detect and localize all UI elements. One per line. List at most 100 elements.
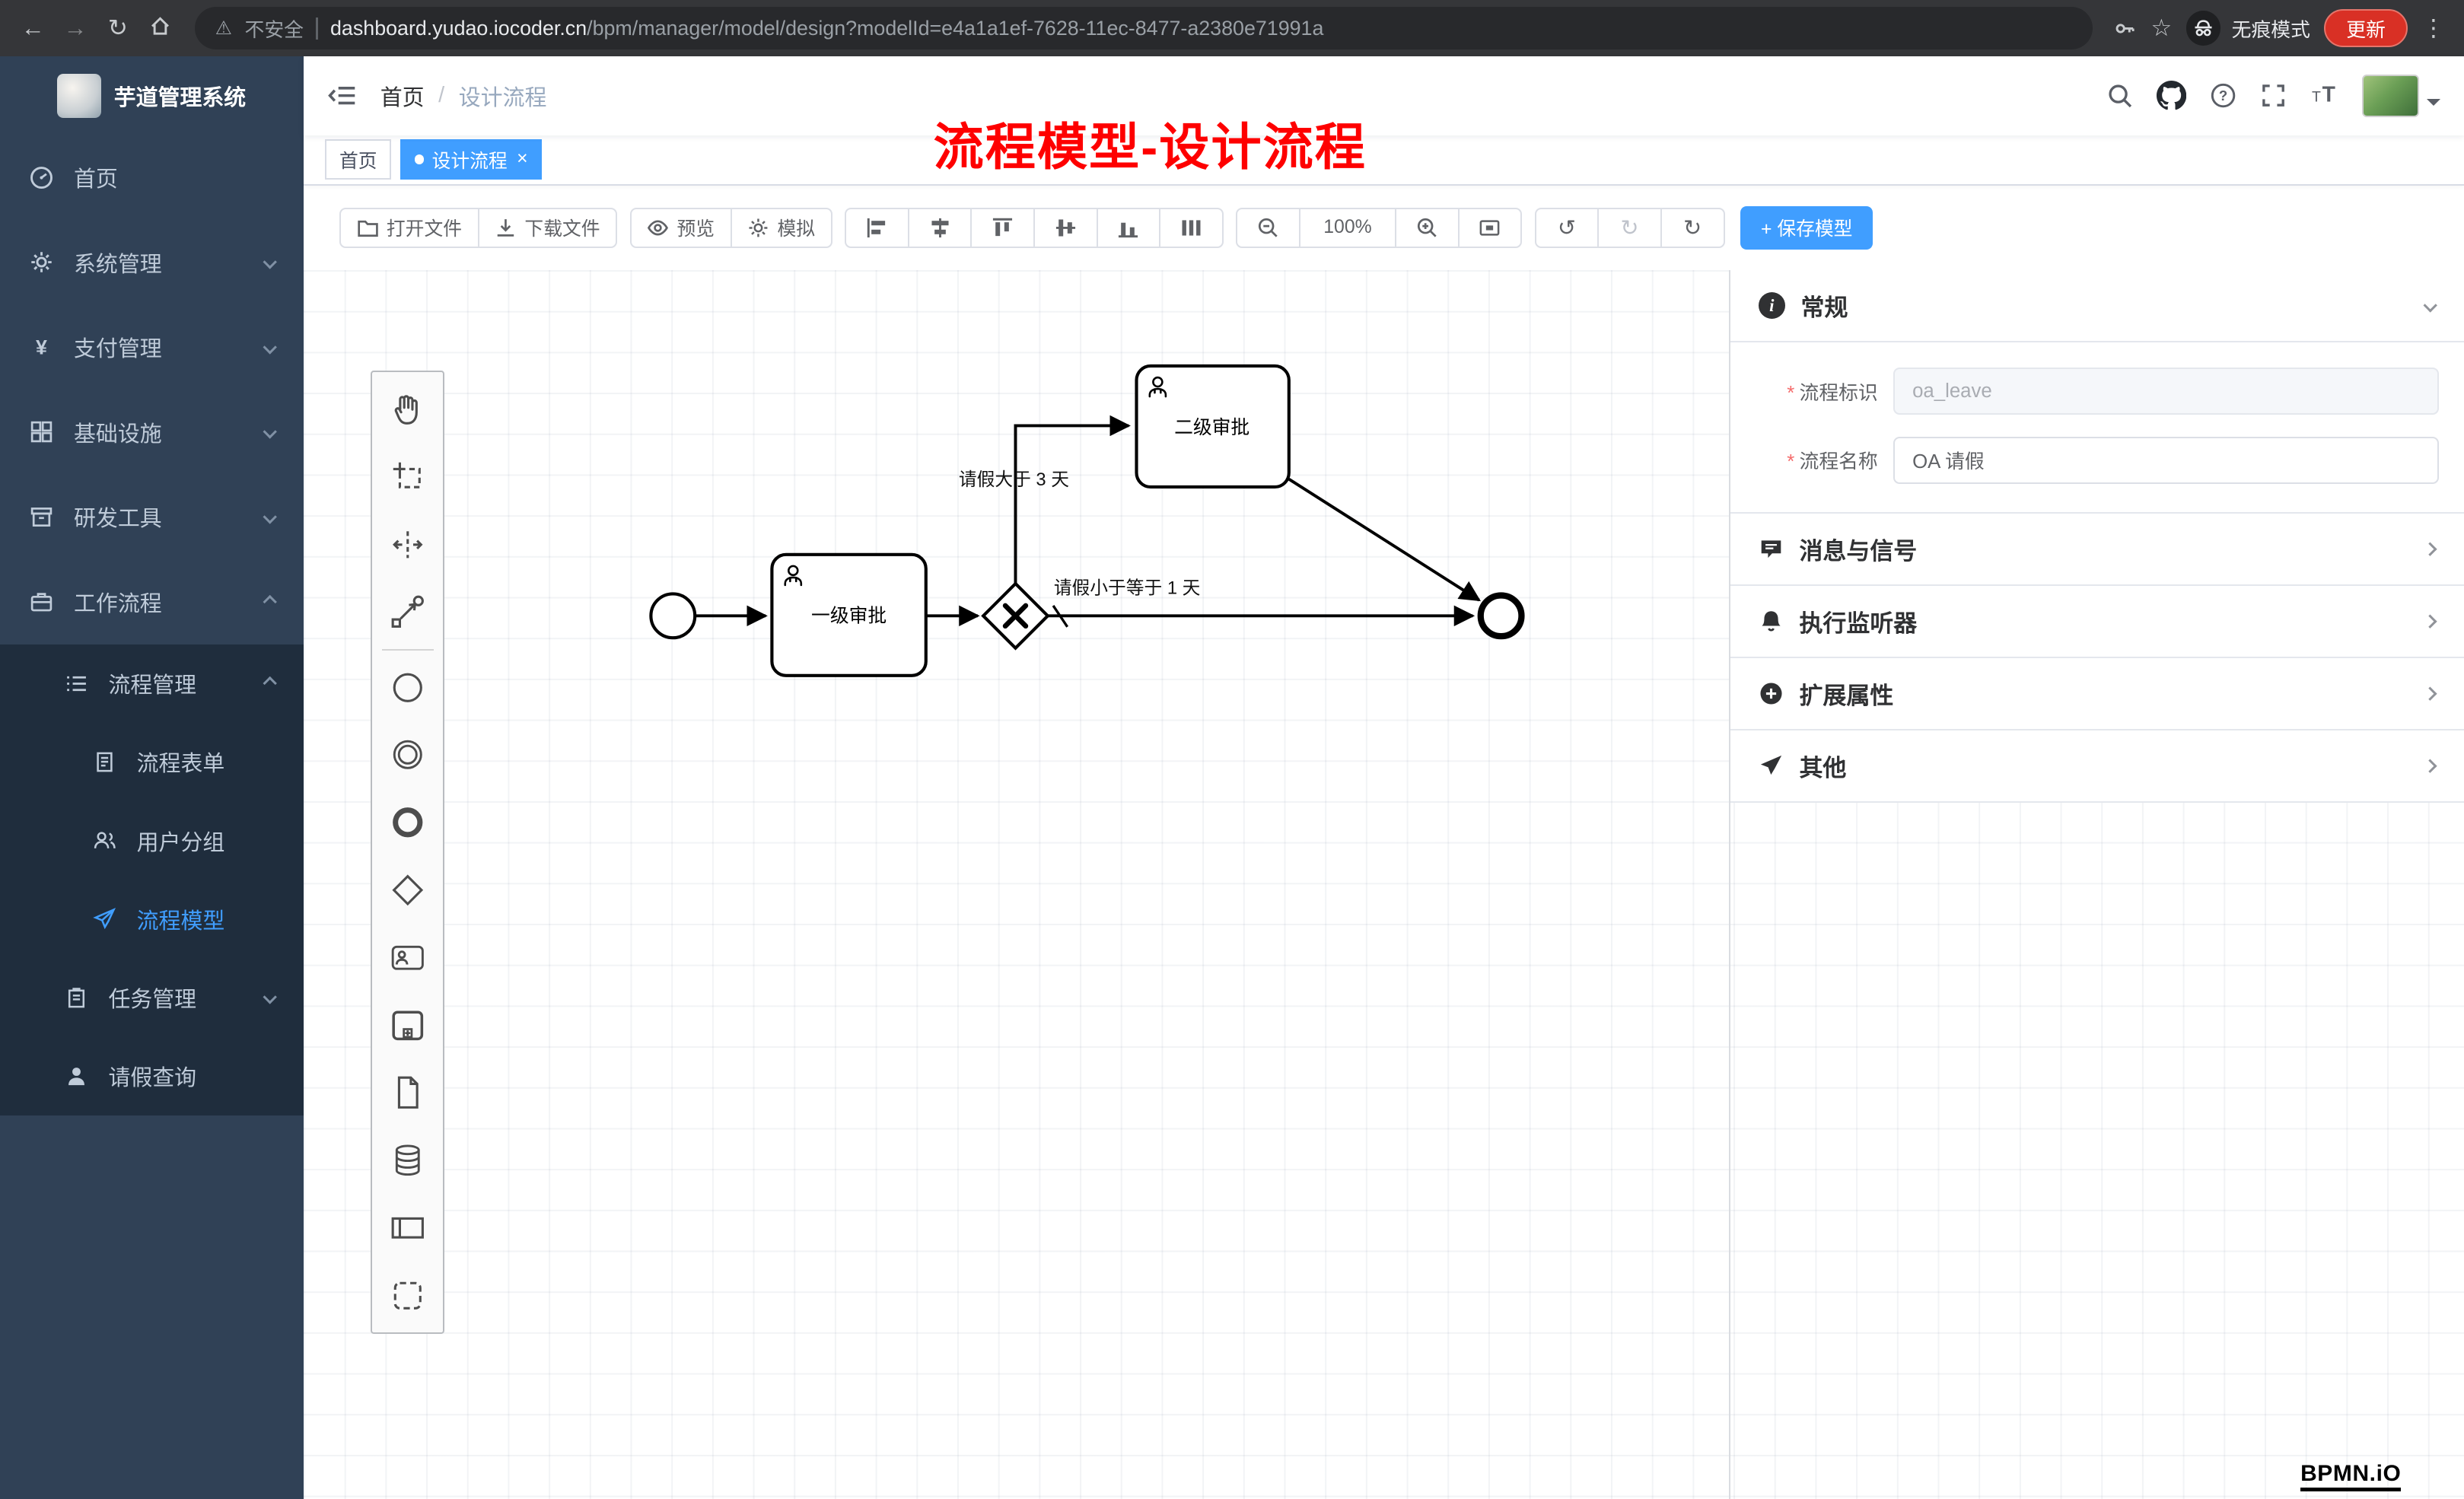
palette-create-intermediate-event[interactable] bbox=[372, 721, 443, 789]
sidebar-item-infrastructure[interactable]: 基础设施 bbox=[0, 390, 304, 475]
align-top-button[interactable] bbox=[970, 207, 1036, 249]
palette-space-tool[interactable] bbox=[372, 511, 443, 578]
save-model-button[interactable]: + 保存模型 bbox=[1740, 205, 1873, 250]
palette-lasso-tool[interactable] bbox=[372, 443, 443, 511]
briefcase-icon bbox=[28, 589, 55, 614]
exclusive-gateway-shape[interactable] bbox=[980, 581, 1050, 651]
sequence-flows[interactable] bbox=[694, 415, 1481, 628]
panel-section-message-signal[interactable]: 消息与信号 bbox=[1730, 514, 2464, 587]
palette-create-data-store[interactable] bbox=[372, 1127, 443, 1195]
page-url[interactable]: dashboard.yudao.iocoder.cn/bpm/manager/m… bbox=[330, 17, 2072, 40]
address-bar[interactable]: ⚠ 不安全 dashboard.yudao.iocoder.cn/bpm/man… bbox=[194, 7, 2093, 50]
sidebar-item-system[interactable]: 系统管理 bbox=[0, 220, 304, 305]
gateway-icon bbox=[392, 874, 424, 906]
sidebar-item-process-management[interactable]: 流程管理 bbox=[0, 644, 304, 723]
end-event-shape[interactable] bbox=[1477, 592, 1525, 640]
process-key-input[interactable] bbox=[1893, 368, 2440, 415]
sidebar-item-process-model[interactable]: 流程模型 bbox=[0, 880, 304, 958]
bpmn-canvas[interactable]: 一级审批 二级审批 bbox=[303, 270, 2464, 1499]
zoom-reset-button[interactable] bbox=[1457, 207, 1523, 249]
process-name-input[interactable] bbox=[1893, 437, 2440, 484]
panel-section-other[interactable]: 其他 bbox=[1730, 730, 2464, 804]
breadcrumb-home[interactable]: 首页 bbox=[380, 85, 425, 110]
palette-global-connect[interactable] bbox=[372, 578, 443, 646]
palette-create-participant[interactable] bbox=[372, 1194, 443, 1262]
simulate-button[interactable]: 模拟 bbox=[730, 207, 832, 249]
browser-home-button[interactable] bbox=[146, 14, 174, 43]
palette-create-gateway[interactable] bbox=[372, 856, 443, 924]
palette-create-data-object[interactable] bbox=[372, 1059, 443, 1127]
section-title: 扩展属性 bbox=[1799, 683, 1894, 710]
redo-button[interactable]: ↻ bbox=[1597, 207, 1662, 249]
tag-home[interactable]: 首页 bbox=[325, 138, 392, 180]
help-button[interactable]: ? bbox=[2210, 82, 2236, 109]
zoom-in-button[interactable] bbox=[1394, 207, 1460, 249]
browser-menu-icon[interactable]: ⋮ bbox=[2421, 14, 2446, 42]
chevron-right-icon bbox=[2423, 614, 2438, 629]
designer-toolbar: 打开文件 下载文件 预览 bbox=[303, 185, 2464, 271]
tag-design-process[interactable]: 设计流程 × bbox=[400, 138, 543, 180]
yen-icon: ¥ bbox=[28, 335, 55, 360]
browser-reload-icon[interactable]: ↻ bbox=[107, 14, 128, 41]
sidebar-item-home[interactable]: 首页 bbox=[0, 135, 304, 221]
undo-button[interactable]: ↺ bbox=[1534, 207, 1600, 249]
bookmark-star-icon[interactable]: ☆ bbox=[2150, 14, 2173, 42]
flow-task2-to-end[interactable] bbox=[1288, 478, 1481, 602]
panel-section-general[interactable]: 常规 bbox=[1730, 270, 2464, 343]
fullscreen-button[interactable] bbox=[2260, 82, 2287, 109]
open-file-button[interactable]: 打开文件 bbox=[339, 207, 479, 249]
align-vertical-center-button[interactable] bbox=[1033, 207, 1098, 249]
sidebar-collapse-button[interactable] bbox=[327, 81, 357, 110]
palette-create-call-activity[interactable] bbox=[372, 991, 443, 1059]
task1-shape[interactable]: 一级审批 bbox=[769, 552, 928, 678]
gateway-x-icon bbox=[1002, 603, 1028, 629]
flow-label-le[interactable]: 请假小于等于 1 天 bbox=[1053, 578, 1200, 599]
download-file-button[interactable]: 下载文件 bbox=[477, 207, 618, 249]
restart-button[interactable]: ↻ bbox=[1660, 207, 1725, 249]
distribute-button[interactable] bbox=[1159, 207, 1224, 249]
panel-section-extended-attributes[interactable]: 扩展属性 bbox=[1730, 658, 2464, 731]
sidebar-item-user-group[interactable]: 用户分组 bbox=[0, 801, 304, 880]
sidebar-item-payment[interactable]: ¥ 支付管理 bbox=[0, 305, 304, 390]
bpmn-diagram[interactable]: 一级审批 二级审批 bbox=[304, 270, 2464, 1499]
flow-gateway-to-task2[interactable] bbox=[1014, 415, 1131, 587]
user-menu[interactable] bbox=[2362, 75, 2441, 117]
task1-label: 一级审批 bbox=[811, 606, 887, 627]
sidebar-item-process-form[interactable]: 流程表单 bbox=[0, 723, 304, 801]
align-bottom-button[interactable] bbox=[1096, 207, 1161, 249]
security-label[interactable]: 不安全 bbox=[244, 19, 304, 41]
github-link[interactable] bbox=[2157, 81, 2187, 110]
zoom-level[interactable]: 100% bbox=[1298, 207, 1396, 249]
start-event-shape[interactable] bbox=[648, 592, 696, 640]
bpmn-palette bbox=[371, 371, 445, 1335]
browser-update-button[interactable]: 更新 bbox=[2324, 9, 2408, 47]
password-key-icon[interactable] bbox=[2113, 17, 2137, 40]
bpmn-io-watermark[interactable]: BPMN.iO bbox=[2300, 1460, 2402, 1491]
sidebar-item-workflow[interactable]: 工作流程 bbox=[0, 559, 304, 644]
close-icon[interactable]: × bbox=[517, 148, 528, 170]
section-title: 其他 bbox=[1799, 755, 1847, 782]
sidebar-item-devtools[interactable]: 研发工具 bbox=[0, 475, 304, 560]
flow-label-gt[interactable]: 请假大于 3 天 bbox=[958, 469, 1068, 490]
task2-shape[interactable]: 二级审批 bbox=[1134, 364, 1291, 489]
align-left-button[interactable] bbox=[845, 207, 909, 249]
browser-forward-icon[interactable]: → bbox=[63, 14, 88, 41]
breadcrumb-separator: / bbox=[438, 83, 445, 108]
preview-button[interactable]: 预览 bbox=[629, 207, 732, 249]
palette-create-group[interactable] bbox=[372, 1262, 443, 1329]
header-search-button[interactable] bbox=[2106, 82, 2133, 109]
align-horizontal-center-button[interactable] bbox=[907, 207, 973, 249]
zoom-out-button[interactable] bbox=[1236, 207, 1300, 249]
url-domain: dashboard.yudao.iocoder.cn bbox=[330, 16, 587, 40]
palette-create-start-event[interactable] bbox=[372, 654, 443, 721]
sidebar-item-leave-query[interactable]: 请假查询 bbox=[0, 1037, 304, 1115]
sidebar-item-label: 流程模型 bbox=[136, 909, 225, 934]
sidebar-item-task-management[interactable]: 任务管理 bbox=[0, 959, 304, 1037]
list-icon bbox=[63, 671, 90, 696]
palette-create-end-event[interactable] bbox=[372, 789, 443, 857]
palette-create-user-task[interactable] bbox=[372, 924, 443, 991]
panel-section-execution-listener[interactable]: 执行监听器 bbox=[1730, 586, 2464, 659]
browser-back-icon[interactable]: ← bbox=[21, 14, 45, 41]
palette-hand-tool[interactable] bbox=[372, 375, 443, 443]
